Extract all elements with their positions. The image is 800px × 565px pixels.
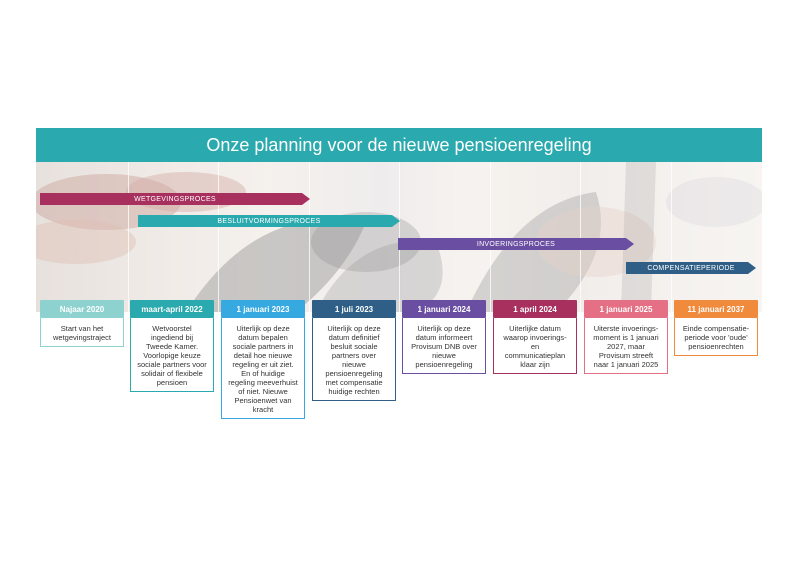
milestone-date: 1 januari 2023 [221, 300, 305, 318]
milestone-text: Uiterlijk op deze datum informeert Provi… [402, 318, 486, 374]
column-divider [399, 162, 400, 312]
milestone-1-april-2024: 1 april 2024 Uiterlijke datum waarop inv… [493, 300, 577, 374]
column-divider [671, 162, 672, 312]
milestone-date: 1 januari 2024 [402, 300, 486, 318]
milestone-date: 1 juli 2023 [312, 300, 396, 318]
phase-label: INVOERINGSPROCES [476, 240, 556, 248]
milestone-1-januari-2024: 1 januari 2024 Uiterlijk op deze datum i… [402, 300, 486, 374]
milestone-text: Uiterste invoerings-moment is 1 januari … [584, 318, 668, 374]
milestone-1-januari-2025: 1 januari 2025 Uiterste invoerings-momen… [584, 300, 668, 374]
column-divider [309, 162, 310, 312]
page-title: Onze planning voor de nieuwe pensioenreg… [36, 128, 762, 162]
phase-arrow-wetgeving: WETGEVINGSPROCES [40, 193, 310, 205]
phase-arrow-invoering: INVOERINGSPROCES [398, 238, 634, 250]
phase-arrow-besluitvorming: BESLUITVORMINGSPROCES [138, 215, 400, 227]
milestone-date: 11 januari 2037 [674, 300, 758, 318]
column-divider [580, 162, 581, 312]
column-divider [490, 162, 491, 312]
milestone-date: 1 januari 2025 [584, 300, 668, 318]
phase-label: COMPENSATIEPERIODE [647, 264, 735, 272]
milestone-text: Uiterlijk op deze datum definitief beslu… [312, 318, 396, 401]
milestone-text: Einde compensatie-periode voor 'oude' pe… [674, 318, 758, 356]
milestone-text: Start van het wetgevingstraject [40, 318, 124, 347]
milestone-date: 1 april 2024 [493, 300, 577, 318]
column-divider [218, 162, 219, 312]
milestone-maart-april-2022: maart-april 2022 Wetvoorstel ingediend b… [130, 300, 214, 392]
milestone-date: maart-april 2022 [130, 300, 214, 318]
milestone-date: Najaar 2020 [40, 300, 124, 318]
milestone-1-januari-2023: 1 januari 2023 Uiterlijk op deze datum b… [221, 300, 305, 419]
phase-arrow-compensatie: COMPENSATIEPERIODE [626, 262, 756, 274]
milestone-text: Uiterlijke datum waarop invoerings- en c… [493, 318, 577, 374]
milestone-1-juli-2023: 1 juli 2023 Uiterlijk op deze datum defi… [312, 300, 396, 401]
milestone-text: Uiterlijk op deze datum bepalen sociale … [221, 318, 305, 419]
milestone-text: Wetvoorstel ingediend bij Tweede Kamer. … [130, 318, 214, 392]
phase-label: BESLUITVORMINGSPROCES [217, 217, 321, 225]
phase-label: WETGEVINGSPROCES [134, 195, 216, 203]
milestone-najaar-2020: Najaar 2020 Start van het wetgevingstraj… [40, 300, 124, 347]
milestone-11-januari-2037: 11 januari 2037 Einde compensatie-period… [674, 300, 758, 356]
column-divider [128, 162, 129, 312]
